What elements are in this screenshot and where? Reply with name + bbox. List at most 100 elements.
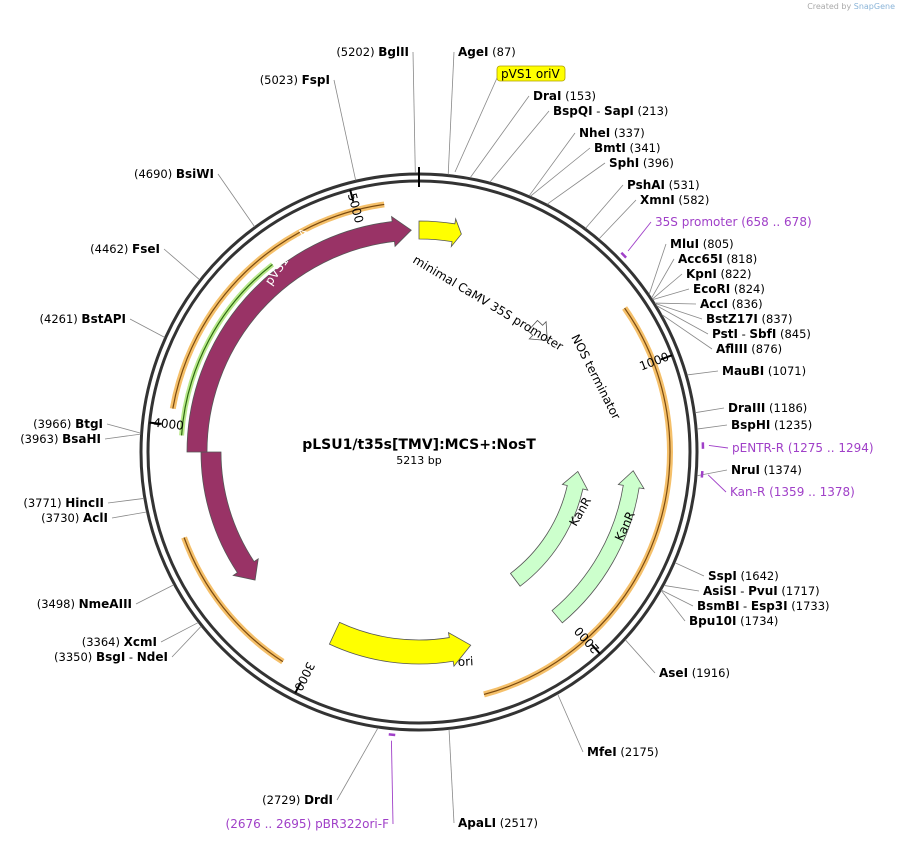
enzyme-site-BsaHI[interactable]: (3963) BsaHI [20, 432, 101, 446]
enzyme-site-SspI[interactable]: SspI (1642) [708, 569, 779, 583]
feature-label-minimal-CaMV-35S-promoter: minimal CaMV 35S promoter [410, 253, 565, 354]
feature-arrow-minimal-CaMV-35S-promoter[interactable] [418, 217, 462, 248]
enzyme-site-NheI[interactable]: NheI (337) [579, 126, 645, 140]
primer-bar-35S-promoter [620, 251, 628, 259]
primer-leader-Kan-R [707, 474, 727, 493]
leader-line-HincII [107, 498, 144, 504]
enzyme-site-MfeI[interactable]: MfeI (2175) [587, 745, 659, 759]
enzyme-site-AseI[interactable]: AseI (1916) [659, 666, 730, 680]
enzyme-site-BspQI[interactable]: BspQI - SapI (213) [553, 104, 668, 118]
origin-box-pVS1-oriV[interactable] [496, 65, 566, 82]
enzyme-site-ApaLI[interactable]: ApaLI (2517) [458, 816, 538, 830]
enzyme-site-BspHI[interactable]: BspHI (1235) [731, 418, 812, 432]
enzyme-site-FseI[interactable]: (4462) FseI [90, 242, 160, 256]
leader-line-NheI [528, 132, 576, 196]
leader-line-FspI [333, 79, 357, 181]
feature-arrow-pVS1-StaA[interactable] [200, 451, 259, 581]
enzyme-site-DraIII[interactable]: DraIII (1186) [728, 401, 807, 415]
enzyme-site-KpnI[interactable]: KpnI (822) [686, 267, 752, 281]
primer-leader-pENTR-R [708, 445, 729, 449]
enzyme-site-NruI[interactable]: NruI (1374) [731, 463, 802, 477]
feature-label-pVS1-StaA: pVS1 StaA [255, 586, 305, 645]
primer-35S-promoter[interactable]: 35S promoter (658 .. 678) [655, 215, 812, 229]
enzyme-site-NmeAIII[interactable]: (3498) NmeAIII [37, 597, 132, 611]
feature-arrow-ori[interactable] [328, 621, 472, 668]
leader-line-BspHI [697, 424, 728, 430]
enzyme-site-FspI[interactable]: (5023) FspI [260, 73, 330, 87]
primer-pBR322ori-F[interactable]: (2676 .. 2695) pBR322ori-F [226, 817, 390, 831]
leader-line-BspQI [489, 110, 550, 183]
leader-line-BstZ17I [654, 302, 703, 320]
enzyme-site-AflIII[interactable]: AflIII (876) [716, 342, 782, 356]
enzyme-site-BmtI[interactable]: BmtI (341) [594, 141, 660, 155]
tick-label-4000: 4000 [153, 416, 185, 433]
leader-line-DrdI [336, 727, 379, 801]
leader-line-AsiSI [663, 585, 700, 592]
leader-line-BsiWI [217, 173, 255, 227]
leader-line-BstAPI [129, 318, 165, 338]
primer-Kan-R[interactable]: Kan-R (1359 .. 1378) [730, 485, 855, 499]
credit-watermark: Created by SnapGene [807, 2, 895, 11]
feature-arrow-NOS-terminator[interactable] [527, 319, 548, 341]
leader-line-SspI [674, 562, 705, 577]
tick-label-3000: 3000 [291, 660, 317, 694]
enzyme-site-BstZ17I[interactable]: BstZ17I (837) [706, 312, 792, 326]
enzyme-site-BsgI[interactable]: (3350) BsgI - NdeI [54, 650, 168, 664]
leader-line-NmeAIII [135, 584, 174, 605]
enzyme-site-MluI[interactable]: MluI (805) [670, 237, 734, 251]
enzyme-site-BsmBI[interactable]: BsmBI - Esp3I (1733) [697, 599, 830, 613]
enzyme-site-AsiSI[interactable]: AsiSI - PvuI (1717) [703, 584, 820, 598]
leader-line-AgeI [447, 51, 455, 175]
leader-line-BglII [412, 51, 416, 174]
enzyme-site-AclI[interactable]: (3730) AclI [41, 511, 108, 525]
enzyme-site-DraI[interactable]: DraI (153) [533, 89, 596, 103]
enzyme-site-BsiWI[interactable]: (4690) BsiWI [134, 167, 214, 181]
highlight-line-1 [183, 537, 284, 663]
leader-line-PshAI [585, 184, 624, 229]
leader-line-MfeI [557, 693, 584, 753]
leader-line-Acc65I [651, 258, 675, 299]
leader-line-Bpu10I [660, 590, 686, 622]
origin-label-pVS1-oriV: pVS1 oriV [501, 67, 561, 81]
enzyme-site-SphI[interactable]: SphI (396) [609, 156, 674, 170]
enzyme-site-XcmI[interactable]: (3364) XcmI [82, 635, 157, 649]
feature-arrow-pVS1-RepA[interactable] [186, 215, 412, 453]
enzyme-site-MauBI[interactable]: MauBI (1071) [722, 364, 806, 378]
tick-mark-5000 [349, 189, 355, 202]
enzyme-site-BglII[interactable]: (5202) BglII [336, 45, 409, 59]
highlight-line-0 [483, 307, 671, 696]
leader-line-BmtI [530, 147, 591, 197]
leader-line-BsgI [171, 625, 202, 658]
enzyme-site-HincII[interactable]: (3771) HincII [23, 496, 104, 510]
enzyme-site-PshAI[interactable]: PshAI (531) [627, 178, 700, 192]
primer-bar-pBR322ori-F [388, 733, 396, 737]
origin-leader-pVS1-oriV [454, 77, 498, 173]
enzyme-site-BtgI[interactable]: (3966) BtgI [33, 417, 103, 431]
primer-leader-pBR322ori-F [390, 740, 394, 825]
enzyme-site-Bpu10I[interactable]: Bpu10I (1734) [689, 614, 778, 628]
tick-mark-1000 [660, 354, 673, 361]
enzyme-site-EcoRI[interactable]: EcoRI (824) [693, 282, 765, 296]
plasmid-name: pLSU1/t35s[TMV]:MCS+:NosT [302, 437, 536, 453]
leader-line-FseI [163, 248, 200, 281]
leader-line-XmnI [598, 199, 637, 240]
primer-pENTR-R[interactable]: pENTR-R (1275 .. 1294) [732, 441, 874, 455]
leader-line-BsmBI [661, 589, 694, 607]
enzyme-site-AgeI[interactable]: AgeI (87) [458, 45, 516, 59]
feature-arrow-KanR-outer[interactable] [551, 470, 645, 624]
enzyme-layer: AgeI (87) DraI (153)BspQI - SapI (213) Nhe… [20, 45, 829, 830]
enzyme-site-BstAPI[interactable]: (4261) BstAPI [40, 312, 126, 326]
primer-layer: 35S promoter (658 .. 678) pENTR-R (1275 .… [226, 215, 874, 831]
enzyme-site-XmnI[interactable]: XmnI (582) [640, 193, 709, 207]
enzyme-site-DrdI[interactable]: (2729) DrdI [262, 793, 333, 807]
snapgene-logo-text: SnapGene [853, 2, 895, 11]
leader-line-MluI [648, 243, 667, 295]
enzyme-site-AccI[interactable]: AccI (836) [700, 297, 763, 311]
feature-arrow-KanR-inner[interactable] [509, 470, 589, 587]
enzyme-site-PstI[interactable]: PstI - SbfI (845) [712, 327, 811, 341]
plasmid-size: 5213 bp [396, 454, 441, 467]
leader-line-AclI [111, 511, 147, 519]
enzyme-site-Acc65I[interactable]: Acc65I (818) [678, 252, 757, 266]
